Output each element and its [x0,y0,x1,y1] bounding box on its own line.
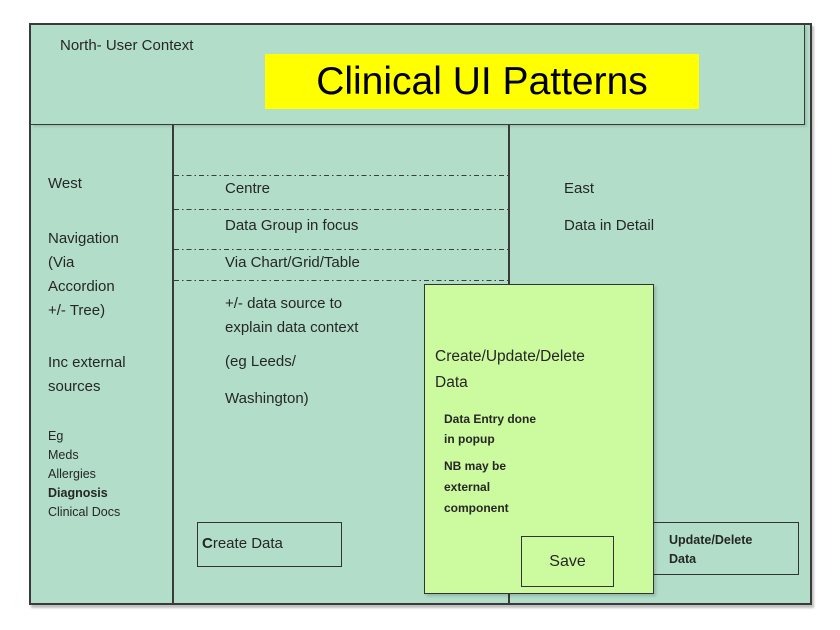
dash-separator [174,175,508,177]
update-delete-label-line: Data [669,552,697,566]
save-button[interactable]: Save [521,536,614,587]
list-item-diagnosis: Diagnosis [48,486,108,500]
list-item-eg: Eg [48,429,64,443]
centre-panel-label: Centre [225,180,271,197]
popup-note-line: Data Entry done [444,412,537,426]
update-delete-label-line: Update/Delete [669,533,753,547]
centre-example-line: (eg Leeds/ [225,353,296,370]
centre-chart-grid-table-label: Via Chart/Grid/Table [225,254,360,271]
west-navigation-note: Navigation (Via Accordion +/- Tree) [48,227,119,323]
east-panel-label: East [564,180,595,197]
popup-note-line: NB may be [444,459,507,473]
west-panel-label: West [48,175,82,192]
popup-note-line: external [444,480,491,494]
west-navigation-line: +/- Tree) [48,302,106,319]
popup-note-line: component [444,501,509,515]
popup-data-entry-note: Data Entry done in popup [444,409,536,449]
clinical-ui-patterns-diagram: North- User Context Clinical UI Patterns… [29,23,812,605]
update-delete-data-button[interactable]: Update/Delete Data [647,522,799,575]
popup-title-line: Create/Update/Delete [435,348,585,365]
centre-datasource-line: explain data context [225,319,359,336]
page-title: Clinical UI Patterns [265,54,699,109]
popup-title: Create/Update/Delete Data [435,344,585,396]
create-data-button[interactable]: Create Data [197,522,342,567]
west-example-list: Eg Meds Allergies Diagnosis Clinical Doc… [48,427,120,522]
west-navigation-line: Accordion [48,278,115,295]
west-centre-divider [172,125,174,603]
west-external-sources-note: Inc external sources [48,351,126,399]
centre-datasource-note: +/- data source to explain data context [225,292,358,340]
west-external-line: sources [48,378,101,395]
list-item-clinical-docs: Clinical Docs [48,505,121,519]
west-navigation-line: (Via [48,254,75,271]
data-entry-popup: Create/Update/Delete Data Data Entry don… [424,284,654,594]
list-item-allergies: Allergies [48,467,96,481]
centre-example-line: Washington) [225,390,309,407]
popup-nb-note: NB may be external component [444,456,509,519]
create-data-label: reate Data [212,535,283,552]
popup-note-line: in popup [444,432,495,446]
list-item-meds: Meds [48,448,79,462]
dash-separator [174,280,508,282]
popup-title-line: Data [435,374,468,391]
dash-separator [174,209,508,211]
west-navigation-line: Navigation [48,230,119,247]
north-label: North- User Context [60,37,194,54]
east-data-in-detail-label: Data in Detail [564,217,655,234]
north-panel: North- User Context Clinical UI Patterns [31,25,805,125]
centre-data-group-label: Data Group in focus [225,217,359,234]
dash-separator [174,249,508,251]
centre-datasource-line: +/- data source to [225,295,343,312]
west-external-line: Inc external [48,354,126,371]
create-data-label-initial: C [202,535,213,552]
